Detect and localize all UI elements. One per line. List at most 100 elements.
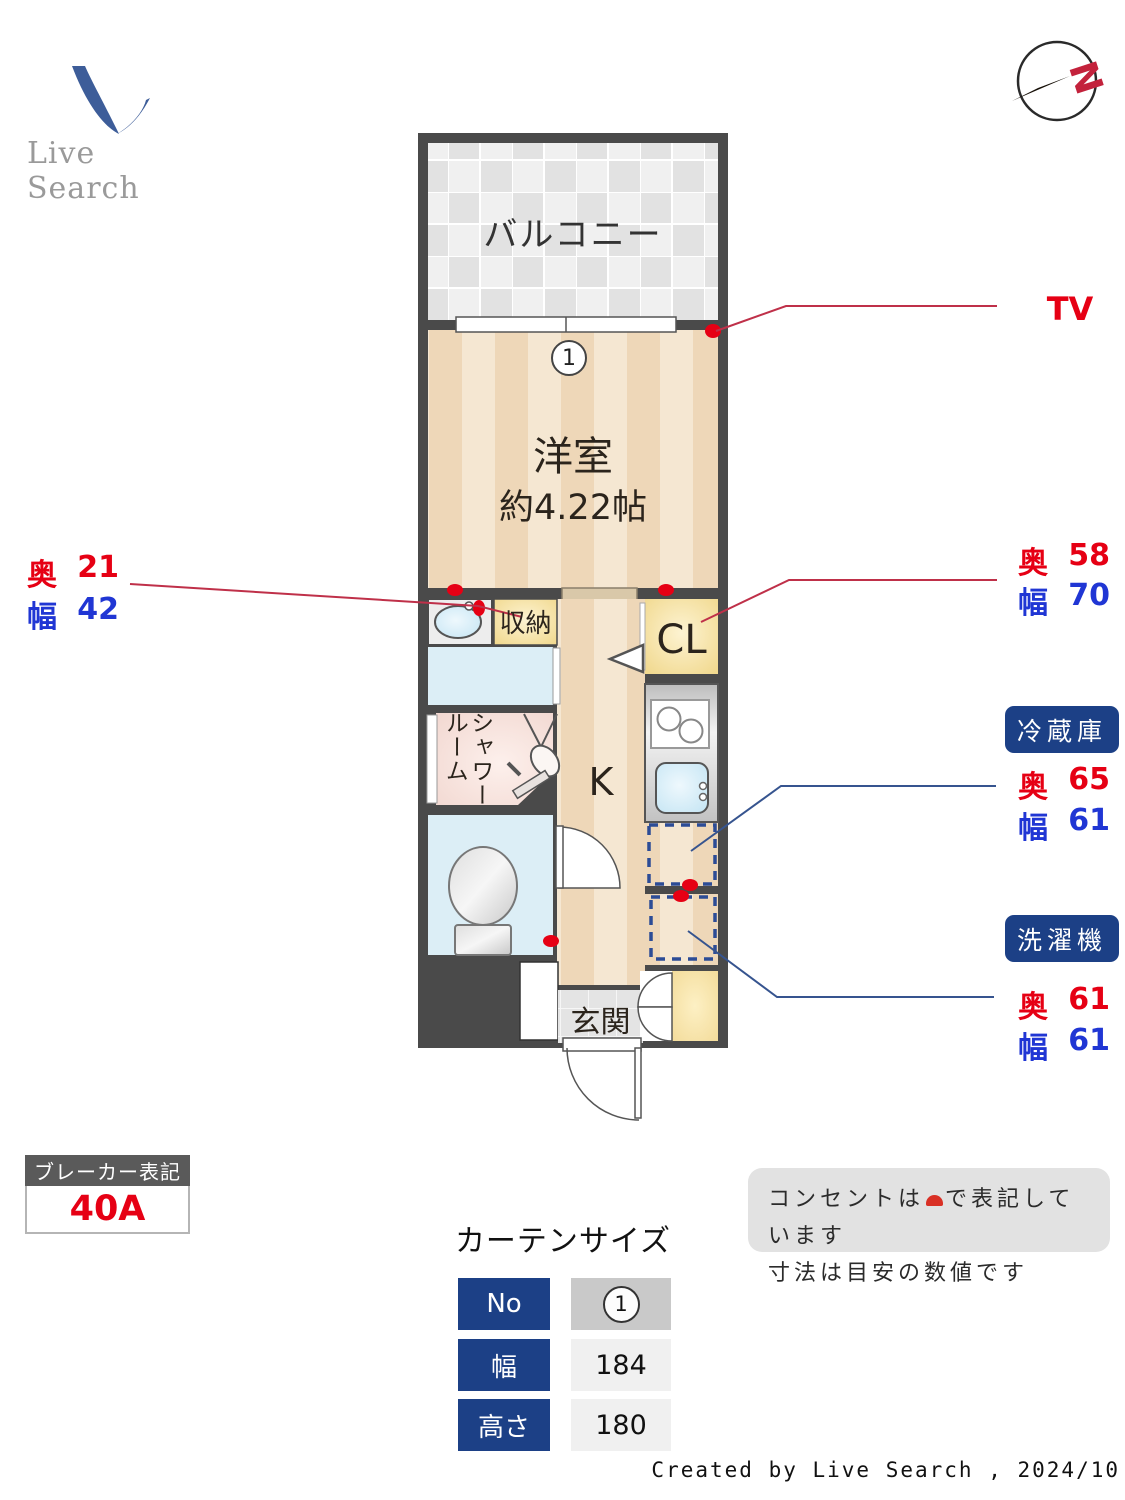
kitchen-sink-icon — [655, 762, 709, 814]
depth-value: 58 — [1068, 538, 1110, 573]
note-text: コンセントは — [768, 1187, 925, 1212]
outlet-dot — [473, 600, 485, 616]
burner-icon — [678, 718, 704, 744]
western-room-label: 洋室 — [533, 434, 613, 480]
closet-folding-door-icon — [606, 643, 645, 674]
outlet-dots — [447, 324, 721, 947]
depth-label: 奥 — [1018, 770, 1048, 805]
blue-pointer-lines — [687, 785, 996, 998]
outlet-dot — [682, 879, 698, 891]
pipe-space — [519, 961, 559, 1041]
balcony-area — [428, 143, 718, 320]
live-search-logo-text: Live Search — [27, 136, 140, 206]
pointer-line-washbasin — [129, 583, 523, 618]
pointer-line-closet — [700, 579, 997, 623]
curtain-number-badge: 1 — [602, 1285, 640, 1323]
depth-label: 奥 — [27, 558, 57, 593]
left-depth-measure: 奥 21 — [27, 550, 119, 594]
pointer-line-fridge — [690, 785, 996, 852]
closet-width-measure: 幅 70 — [1018, 578, 1110, 622]
depth-value: 61 — [1068, 982, 1110, 1017]
shoe-cabinet-area — [672, 971, 718, 1041]
curtain-row-height-value: 180 — [571, 1399, 671, 1451]
live-search-logo-icon — [72, 66, 150, 134]
washroom-door — [552, 647, 561, 705]
shoebox-door-icon — [637, 1006, 673, 1042]
left-width-measure: 幅 42 — [27, 592, 119, 636]
toilet-door-swing — [558, 826, 621, 889]
legend-note-line1: コンセントはで表記しています — [768, 1181, 1090, 1255]
shower-head-icon — [506, 713, 561, 800]
curtain-row-no-label: No — [458, 1278, 550, 1330]
breaker-box: ブレーカー表記 40A — [25, 1155, 190, 1234]
entrance-label: 玄関 — [570, 1005, 631, 1040]
breaker-title: ブレーカー表記 — [25, 1155, 190, 1186]
depth-label: 奥 — [1018, 546, 1048, 581]
compass-arrow-icon — [1012, 76, 1070, 101]
breaker-value: 40A — [25, 1186, 190, 1234]
sink-faucet-icon — [698, 781, 708, 791]
pointer-line-tv — [715, 305, 997, 332]
legend-note-line2: 寸法は目安の数値です — [768, 1261, 1029, 1286]
width-label: 幅 — [27, 600, 57, 635]
entrance-area — [558, 990, 643, 1043]
entrance-doorway — [562, 1037, 642, 1052]
balcony-label: バルコニー — [483, 215, 663, 255]
closet-label: CL — [656, 617, 707, 663]
outlet-dot — [705, 324, 721, 338]
legend-note-box: コンセントはで表記しています 寸法は目安の数値です — [748, 1168, 1110, 1286]
pointer-line-washer — [687, 930, 994, 998]
closet-area — [645, 599, 718, 674]
toilet-door-leaf — [555, 825, 564, 889]
curtain-size-title: カーテンサイズ — [454, 1224, 672, 1259]
compass: N — [1012, 40, 1112, 122]
window-number-badge: 1 — [551, 340, 587, 376]
depth-value: 65 — [1068, 762, 1110, 797]
storage-label: 収納 — [499, 609, 552, 639]
fridge-depth-measure: 奥 65 — [1018, 762, 1110, 806]
outlet-dot — [658, 584, 674, 596]
entrance-door-leaf — [634, 1047, 642, 1119]
outlet-symbol-icon — [926, 1195, 944, 1206]
footer-credit: Created by Live Search , 2024/10 — [651, 1458, 1120, 1482]
width-label: 幅 — [1018, 1031, 1048, 1066]
width-value: 61 — [1068, 1023, 1110, 1058]
fridge-space-outline — [647, 823, 717, 886]
tv-label: TV — [1046, 290, 1094, 328]
washroom-area — [428, 647, 553, 705]
shower-door — [426, 714, 438, 804]
curtain-row-width-label: 幅 — [458, 1339, 550, 1391]
curtain-row-no-value: 1 — [571, 1278, 671, 1330]
curtain-row-width-value: 184 — [571, 1339, 671, 1391]
outlet-dot — [673, 890, 689, 902]
depth-label: 奥 — [1018, 990, 1048, 1025]
fridge-badge: 冷蔵庫 — [1005, 706, 1119, 753]
toilet-tank-icon — [454, 924, 512, 956]
storage-area — [493, 598, 558, 646]
width-value: 70 — [1068, 578, 1110, 613]
washer-badge: 洗濯機 — [1005, 915, 1119, 962]
divider-wall — [645, 886, 718, 894]
depth-value: 21 — [77, 550, 119, 585]
room-size-label: 約4.22帖 — [499, 488, 647, 528]
closet-depth-measure: 奥 58 — [1018, 538, 1110, 582]
kitchen-label: K — [588, 760, 614, 804]
note-text: で表記しています — [768, 1187, 1075, 1249]
washbasin-icon — [434, 605, 482, 639]
washer-width-measure: 幅 61 — [1018, 1023, 1110, 1067]
curtain-row-height-label: 高さ — [458, 1399, 550, 1451]
room-opening-header — [561, 587, 638, 601]
red-pointer-lines — [129, 305, 997, 623]
shower-room-label: シャワー ルーム — [441, 711, 493, 807]
entrance-door-swing — [566, 1047, 640, 1121]
washer-depth-measure: 奥 61 — [1018, 982, 1110, 1026]
outlet-dot — [447, 584, 463, 596]
burner-icon — [656, 706, 682, 732]
toilet-bowl-icon — [448, 846, 518, 926]
fridge-width-measure: 幅 61 — [1018, 803, 1110, 847]
width-label: 幅 — [1018, 586, 1048, 621]
width-value: 42 — [77, 592, 119, 627]
width-label: 幅 — [1018, 811, 1048, 846]
